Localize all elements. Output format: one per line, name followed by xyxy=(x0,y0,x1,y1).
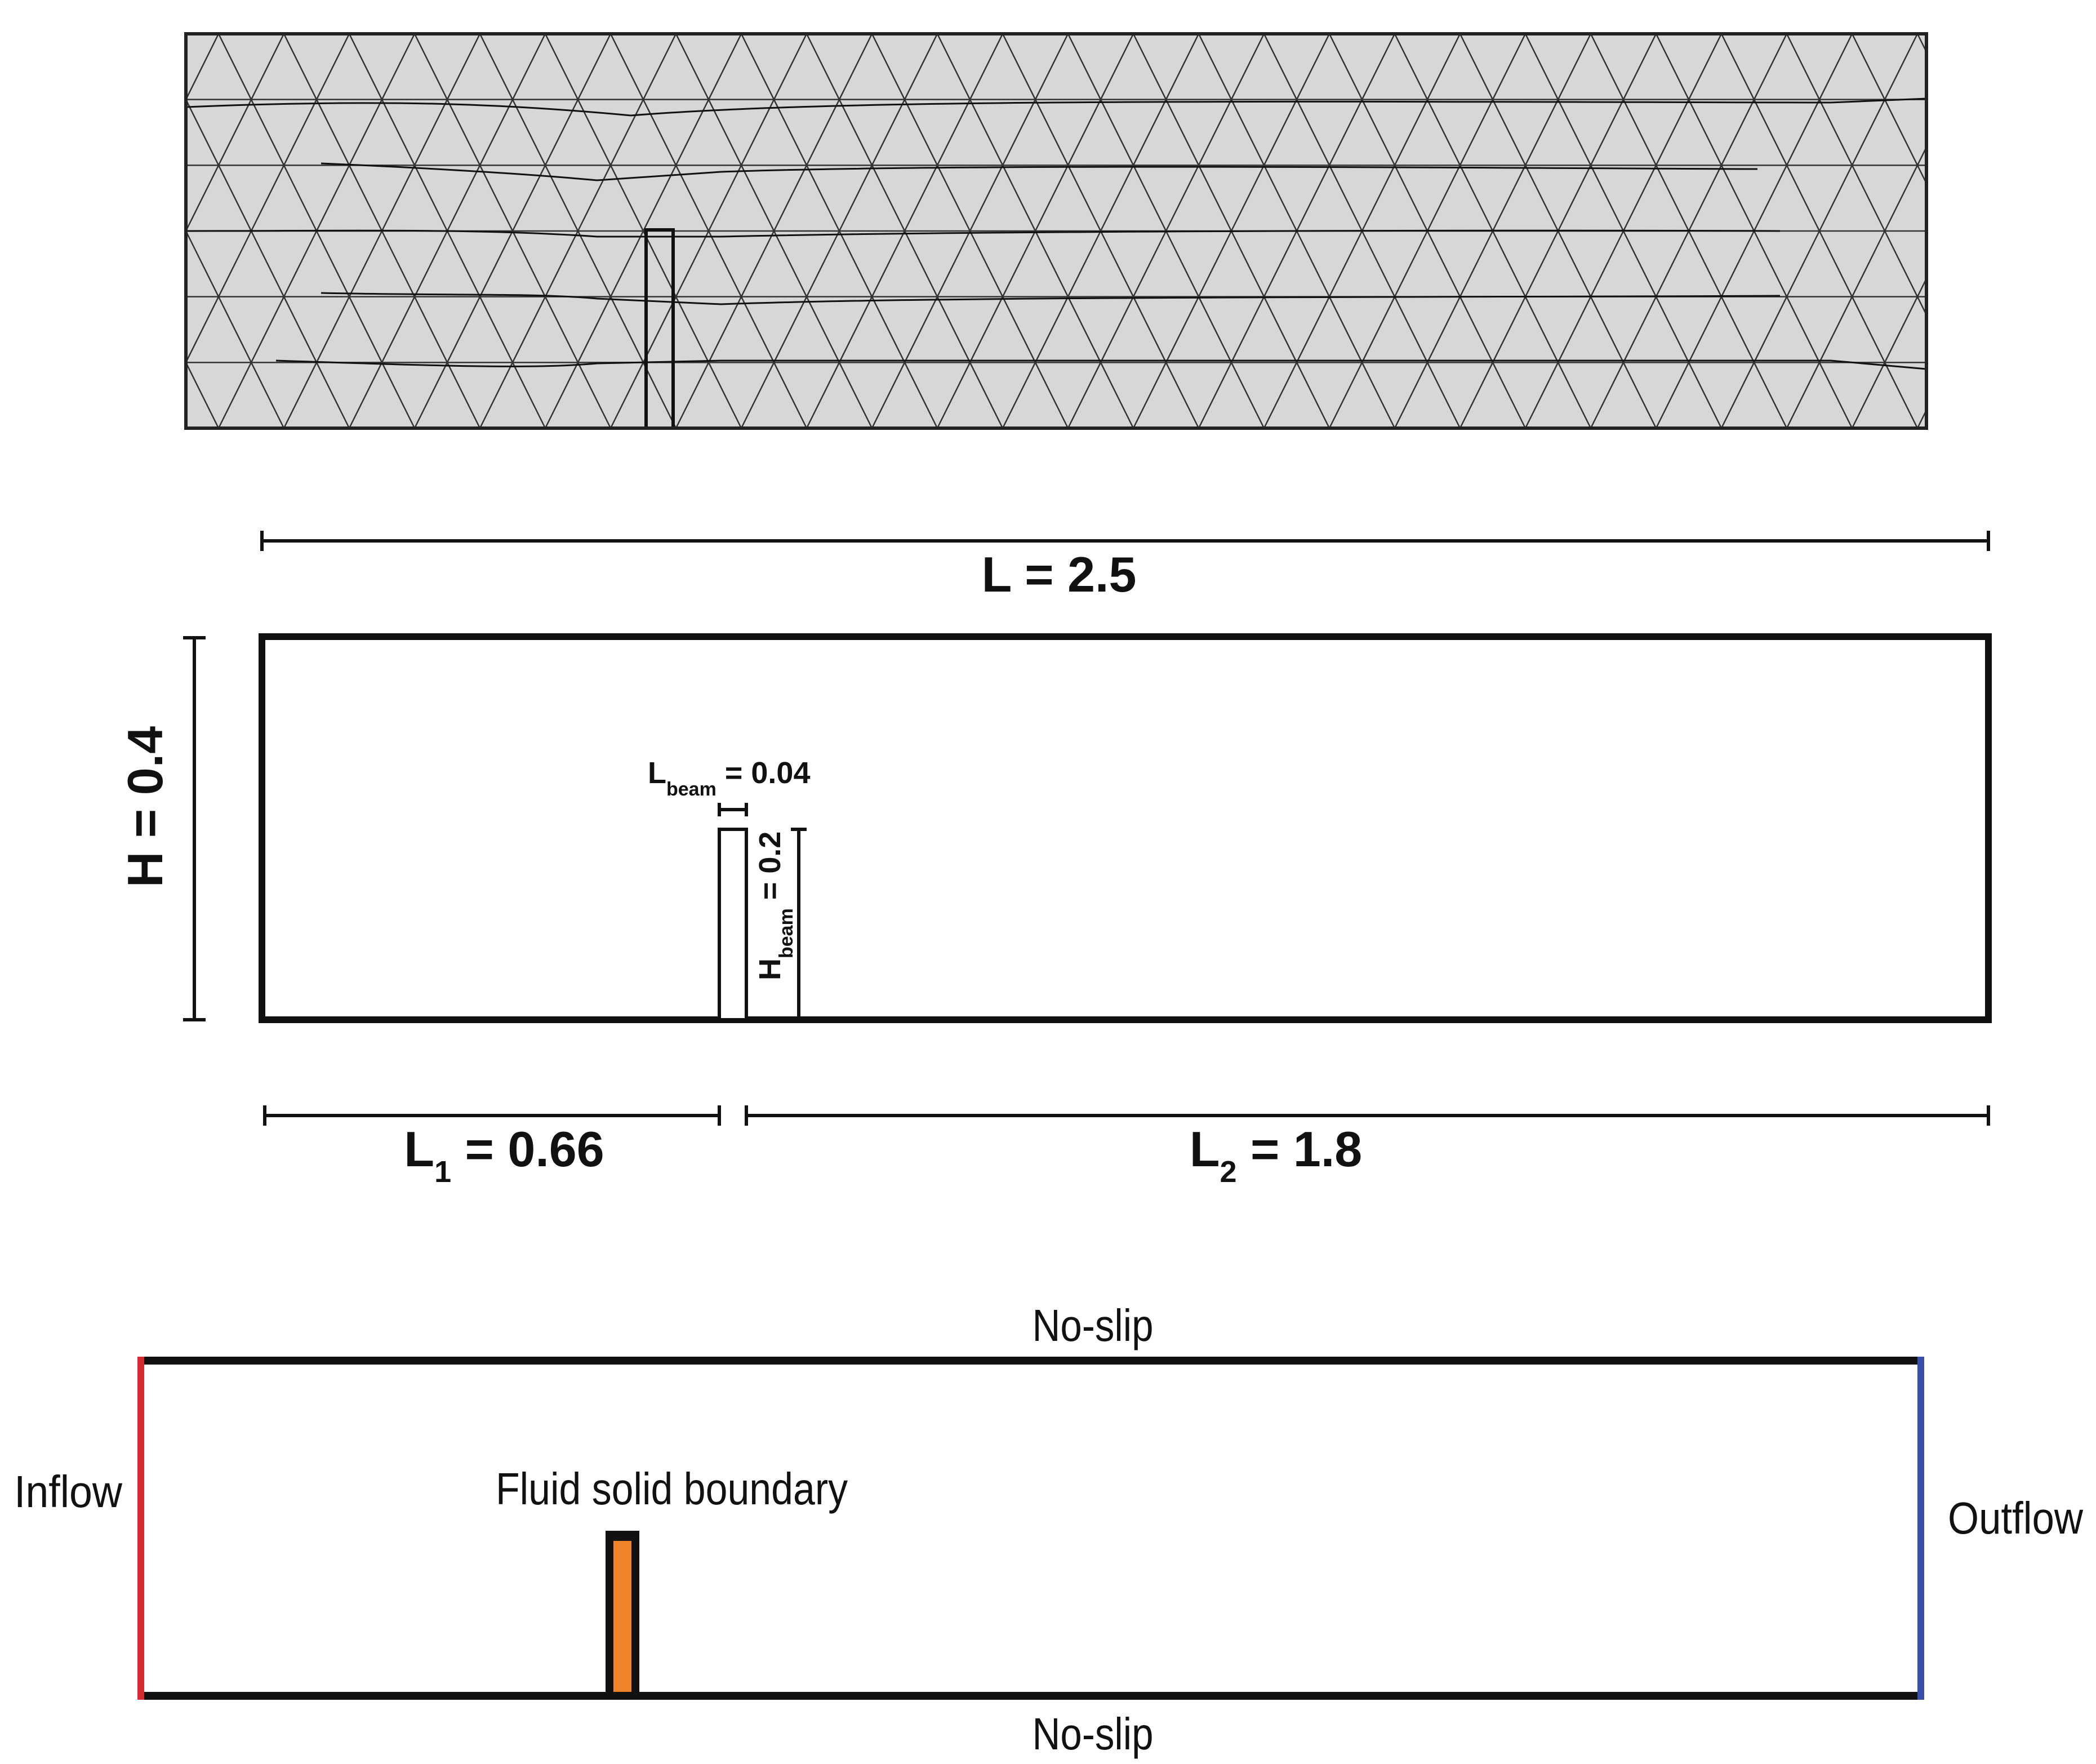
length-value: 2.5 xyxy=(1067,546,1136,602)
beam-length-dimension: Lbeam = 0.04 xyxy=(648,756,810,816)
beam-solid xyxy=(613,1541,631,1692)
upstream-sub: 1 xyxy=(434,1155,451,1189)
svg-text:Lbeam = 0.04: Lbeam = 0.04 xyxy=(648,756,810,800)
svg-text:H = 0.4: H = 0.4 xyxy=(117,726,173,887)
height-value: 0.4 xyxy=(117,726,173,795)
downstream-value: 1.8 xyxy=(1293,1121,1362,1177)
mesh-panel xyxy=(184,32,1928,430)
inflow-label: Inflow xyxy=(14,1467,122,1517)
fluid-solid-boundary-label: Fluid solid boundary xyxy=(496,1464,848,1514)
length-symbol: L xyxy=(982,546,1011,602)
mesh-border xyxy=(184,32,1928,430)
beam-height-sub: beam xyxy=(776,908,797,958)
beam-length-symbol: L xyxy=(648,756,666,790)
downstream-symbol: L xyxy=(1190,1121,1220,1177)
height-dimension: H = 0.4 xyxy=(117,636,206,1021)
beam-geometry xyxy=(718,828,748,1021)
svg-text:L2 = 1.8: L2 = 1.8 xyxy=(1190,1121,1362,1189)
beam-height-symbol: H xyxy=(753,958,787,980)
beam-length-sub: beam xyxy=(666,779,717,800)
outflow-label: Outflow xyxy=(1948,1493,2083,1543)
svg-text:Hbeam = 0.2: Hbeam = 0.2 xyxy=(753,832,797,980)
mesh-refined-lines xyxy=(185,97,1927,370)
svg-text:L = 2.5: L = 2.5 xyxy=(982,546,1137,602)
top-boundary-label: No-slip xyxy=(1033,1300,1154,1350)
beam-length-value: 0.04 xyxy=(751,756,810,790)
channel-outline xyxy=(259,633,1992,1023)
upstream-length-dimension: L1 = 0.66 xyxy=(263,1105,721,1189)
downstream-length-dimension: L2 = 1.8 xyxy=(745,1105,1990,1189)
bottom-boundary-label: No-slip xyxy=(1033,1709,1154,1759)
beam-height-value: 0.2 xyxy=(753,832,787,874)
upstream-symbol: L xyxy=(404,1121,434,1177)
downstream-sub: 2 xyxy=(1220,1155,1237,1189)
geometry-panel: L = 2.5 H = 0.4 Lbeam = 0.04 xyxy=(117,531,1992,1189)
height-symbol: H xyxy=(117,852,173,888)
length-dimension: L = 2.5 xyxy=(260,531,1990,602)
boundary-panel: No-slip No-slip Inflow Outflow Fluid sol… xyxy=(14,1300,2083,1759)
beam-height-dimension: Hbeam = 0.2 xyxy=(753,828,807,1020)
svg-text:L1 = 0.66: L1 = 0.66 xyxy=(404,1121,604,1189)
upstream-value: 0.66 xyxy=(508,1121,604,1177)
